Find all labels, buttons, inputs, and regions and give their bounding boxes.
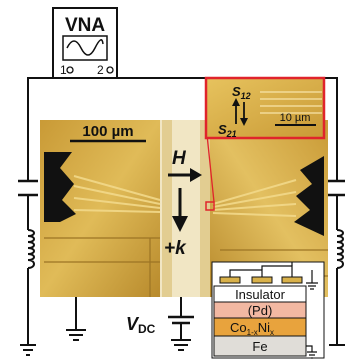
- vna-port-1: [66, 66, 74, 74]
- left-inductor: [27, 229, 35, 269]
- top-electrodes: [219, 262, 318, 290]
- stack-bottom-ground: [306, 345, 317, 359]
- left-capacitor: [18, 179, 38, 197]
- inset-s21-subscript: 21: [226, 129, 237, 139]
- right-capacitor: [327, 179, 345, 197]
- inset-arrow-up: [232, 98, 240, 124]
- left-electrode-teeth: [44, 152, 76, 222]
- ground-symbol-left: [66, 297, 86, 341]
- layer-coni-a: Co: [230, 320, 247, 335]
- right-inductor: [336, 229, 344, 269]
- inset-s21-label: S21: [218, 122, 237, 139]
- inset-marker: [205, 201, 215, 211]
- field-annotations: H +k: [164, 148, 202, 259]
- inset-s12-subscript: 12: [241, 91, 251, 101]
- inset-s12-text: S: [232, 84, 241, 99]
- sine-wave-icon: [62, 35, 108, 61]
- layer-fe-label: Fe: [252, 339, 267, 354]
- layer-coni-label: Co1-xNix: [230, 320, 274, 337]
- inset-frame: [204, 76, 326, 140]
- dc-bias-source: VDC: [126, 297, 194, 351]
- inset-scale-bar-label: 10 µm: [280, 112, 311, 124]
- inset-s21-text: S: [218, 122, 227, 137]
- layer-insulator-label: Insulator: [235, 287, 286, 302]
- vna-instrument: VNA 1 2: [52, 7, 118, 79]
- vna-label: VNA: [65, 15, 105, 36]
- inset-s12-label: S12: [232, 84, 251, 101]
- layer-coni-a-sub: 1-x: [247, 328, 258, 337]
- inset-arrow-down: [240, 102, 248, 126]
- field-arrow-right: [168, 168, 202, 182]
- layer-coni-b-sub: x: [270, 328, 274, 337]
- zoom-inset: S12 S21 10 µm: [204, 76, 326, 140]
- layer-pd-label: (Pd): [248, 303, 273, 318]
- right-electrode-teeth: [294, 156, 324, 236]
- layer-stack: Insulator (Pd) Co1-xNix Fe: [211, 261, 325, 359]
- vna-port-1-label: 1: [60, 63, 67, 77]
- vna-port-2-label: 2: [97, 63, 104, 77]
- micrograph-scale-bar-label: 100 µm: [82, 123, 133, 140]
- dc-bias-text: V: [126, 314, 140, 334]
- layer-coni-b: Ni: [258, 320, 270, 335]
- wavevector-arrow-down: [172, 188, 188, 232]
- circuit-wiring: [20, 77, 345, 356]
- dc-bias-subscript: DC: [138, 322, 156, 336]
- dc-bias-label: VDC: [126, 314, 156, 336]
- field-label: H: [172, 148, 187, 169]
- wavevector-label: +k: [164, 238, 187, 259]
- vna-port-2: [106, 66, 114, 74]
